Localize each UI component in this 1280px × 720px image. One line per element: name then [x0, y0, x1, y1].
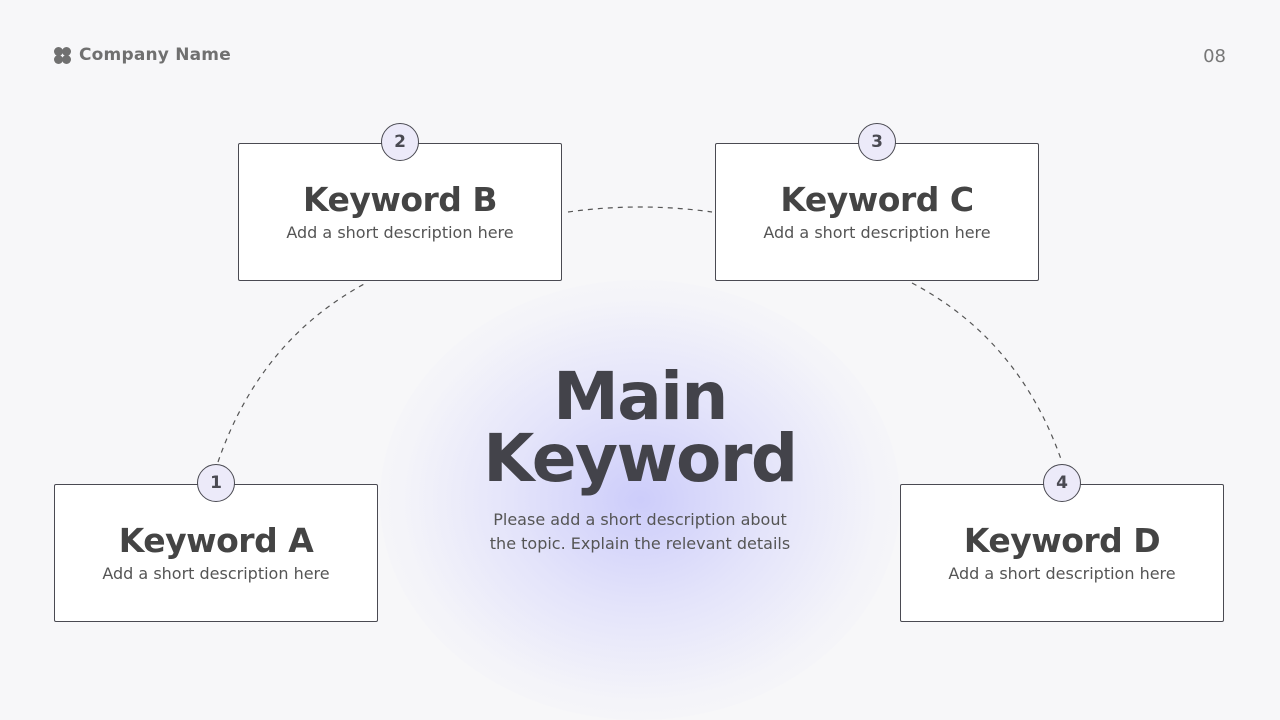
connector-c-d [911, 282, 1063, 463]
connector-b-c [567, 206, 713, 213]
connector-a-b [217, 282, 367, 463]
card-title: Keyword B [302, 180, 498, 219]
card-description: Add a short description here [948, 564, 1176, 583]
card-description: Add a short description here [102, 564, 330, 583]
card-title: Keyword D [963, 521, 1161, 560]
main-keyword-block: Main Keyword Please add a short descript… [440, 358, 840, 556]
keyword-card-b[interactable]: 2 Keyword B Add a short description here [238, 123, 562, 281]
main-description-line1: Please add a short description about [493, 510, 787, 529]
main-description-line2: the topic. Explain the relevant details [489, 534, 791, 553]
main-title-line1: Main [553, 358, 728, 435]
company-brand: Company Name [54, 45, 231, 65]
background-glow [380, 280, 900, 720]
company-name: Company Name [79, 45, 231, 65]
keyword-card-a[interactable]: 1 Keyword A Add a short description here [54, 464, 378, 622]
step-badge: 1 [197, 464, 235, 502]
clover-icon [54, 46, 71, 64]
step-badge: 4 [1043, 464, 1081, 502]
card-title: Keyword A [118, 521, 314, 560]
step-badge: 2 [381, 123, 419, 161]
step-badge: 3 [858, 123, 896, 161]
keyword-card-d[interactable]: 4 Keyword D Add a short description here [900, 464, 1224, 622]
page-number: 08 [1203, 46, 1226, 67]
card-description: Add a short description here [286, 223, 514, 242]
card-title: Keyword C [780, 180, 974, 219]
main-title-line2: Keyword [483, 420, 798, 497]
keyword-card-c[interactable]: 3 Keyword C Add a short description here [715, 123, 1039, 281]
card-description: Add a short description here [763, 223, 991, 242]
